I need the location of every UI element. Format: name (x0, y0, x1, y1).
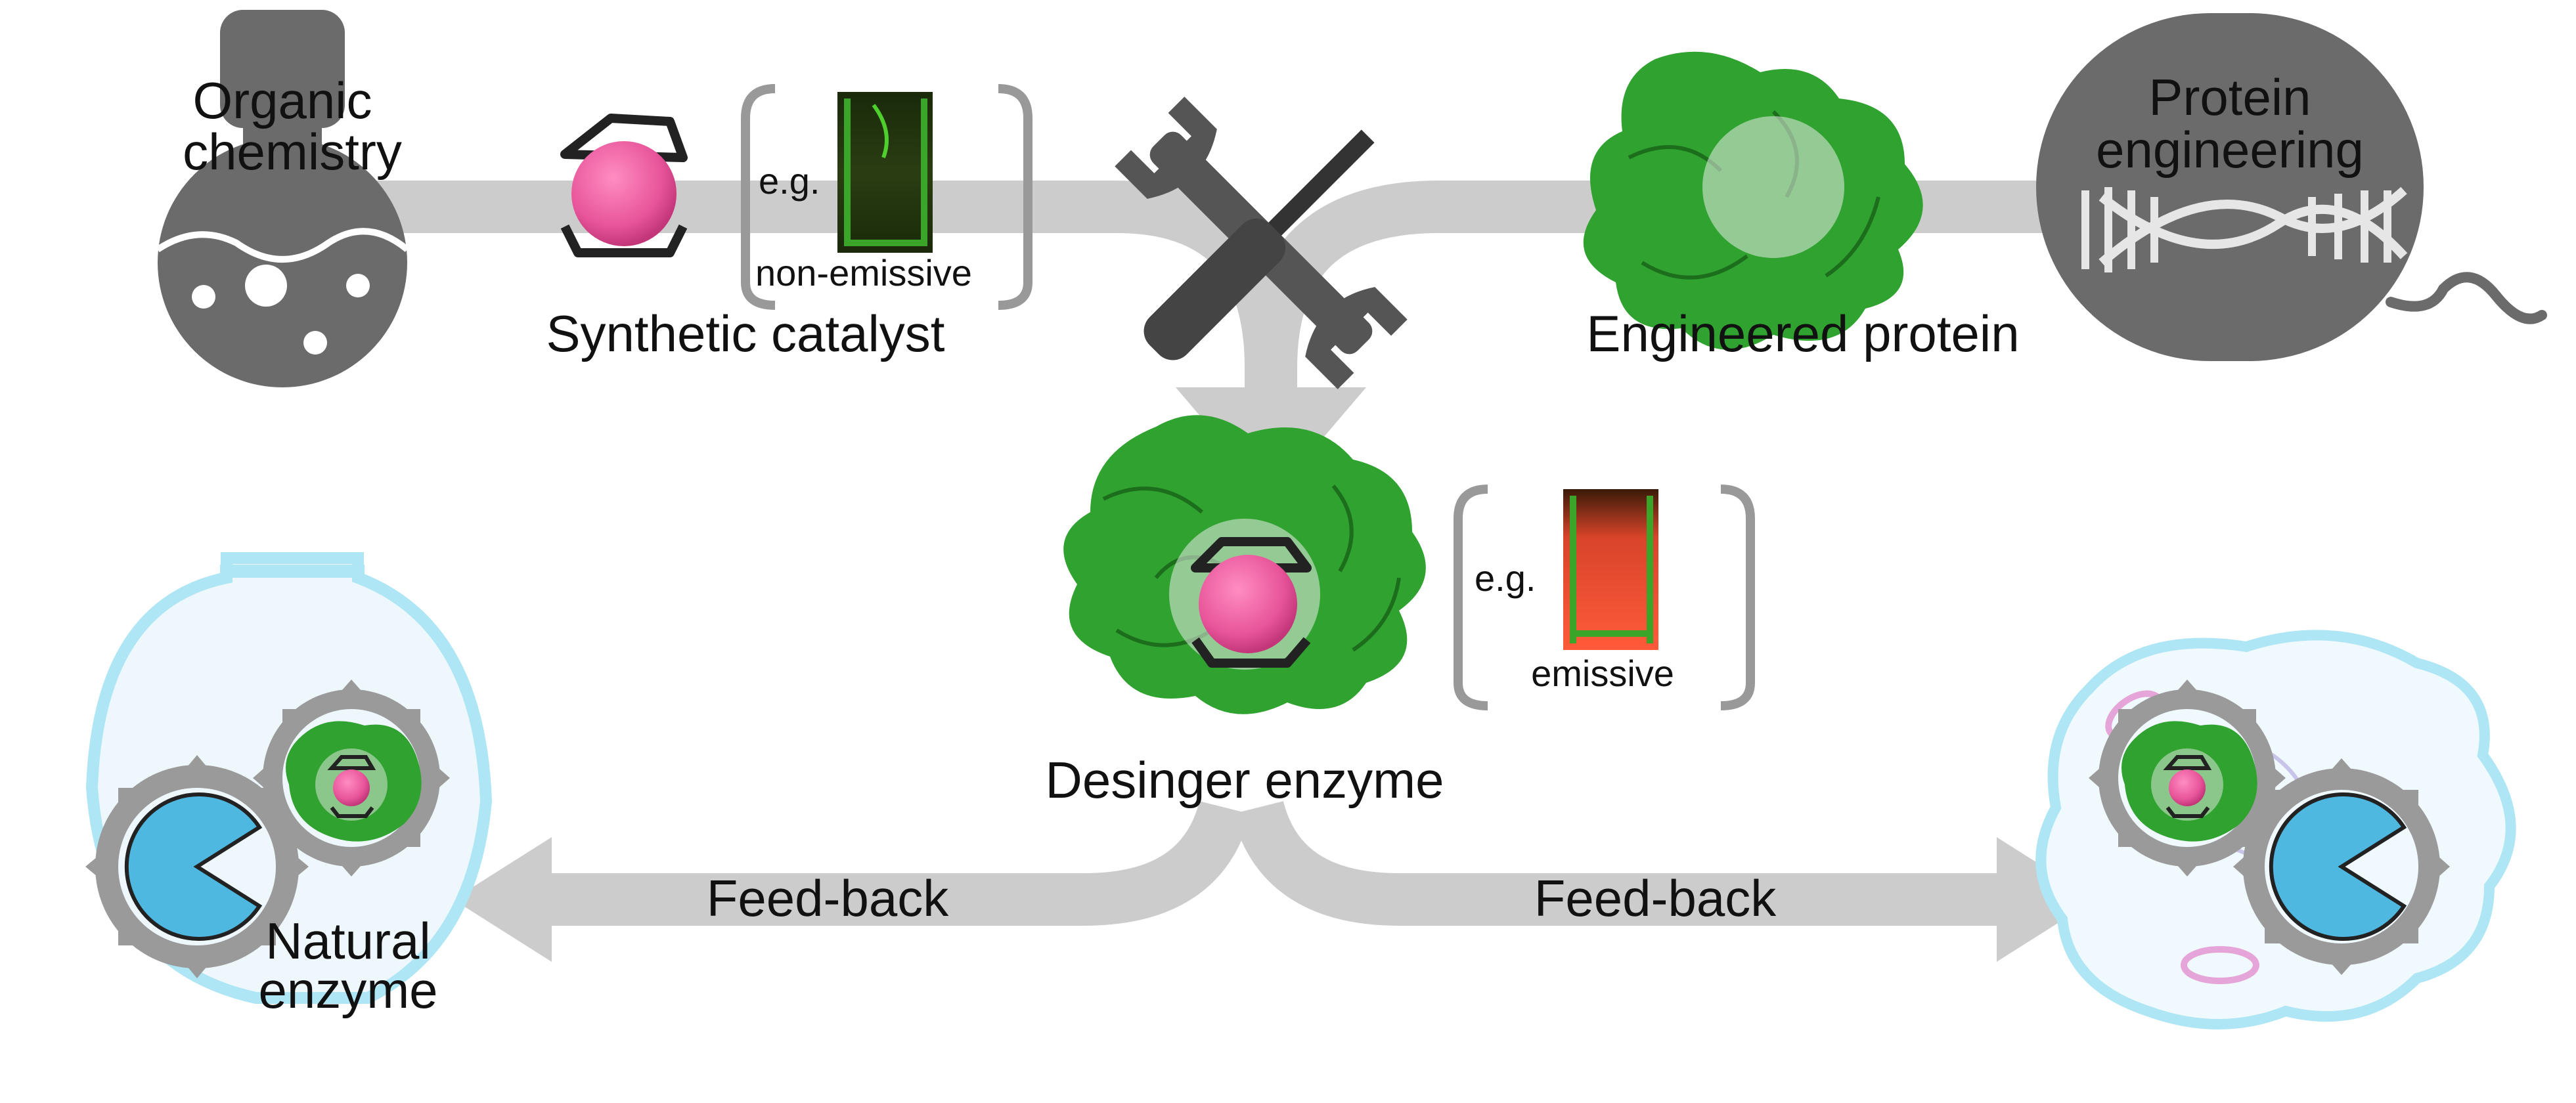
synthetic-catalyst-label: Synthetic catalyst (546, 305, 945, 362)
eg-label-top: e.g. (759, 160, 820, 202)
feedback-left-path (545, 800, 1251, 926)
mini-designer-enzyme-icon (286, 721, 422, 842)
protein-engineering-label-1: Protein (2148, 68, 2311, 126)
eg-label-mid: e.g. (1475, 557, 1536, 599)
emissive-label: emissive (1531, 653, 1674, 694)
dna-capsule-icon (2036, 13, 2547, 361)
non-emissive-label: non-emissive (755, 252, 972, 293)
natural-enzyme-label-1: Natural (265, 912, 430, 970)
feedback-left-arrow-head (453, 837, 552, 962)
organic-chemistry-label-2: chemistry (183, 123, 402, 181)
engineered-protein-label: Engineered protein (1586, 305, 2019, 362)
emissive-example (1454, 485, 1755, 710)
organic-chemistry-label-1: Organic (192, 72, 372, 129)
flask-icon (156, 10, 410, 387)
cuvette-photo (837, 92, 933, 253)
cuvette-photo (1563, 489, 1658, 650)
mini-designer-enzyme-icon (2121, 721, 2257, 842)
natural-enzyme-label-2: enzyme (258, 961, 437, 1019)
dna-rungs (2081, 187, 2391, 272)
feedback-right-path (1232, 800, 2010, 926)
designer-enzyme-label: Desinger enzyme (1046, 751, 1444, 809)
feedback-left-label: Feed-back (707, 869, 950, 927)
engineered-protein-icon (1583, 51, 1923, 350)
synthetic-catalyst-icon (560, 114, 688, 257)
top-left-arrow-path (368, 181, 1297, 394)
tools-icon (1115, 97, 1408, 389)
top-right-arrow-path (1245, 181, 2089, 368)
non-emissive-example (741, 84, 1033, 310)
pacman-icon (124, 792, 263, 941)
pacman-icon (2269, 792, 2407, 941)
protein-engineering-label-2: engineering (2096, 121, 2364, 179)
designer-enzyme-icon (1063, 415, 1426, 714)
feedback-right-label: Feed-back (1534, 869, 1777, 927)
